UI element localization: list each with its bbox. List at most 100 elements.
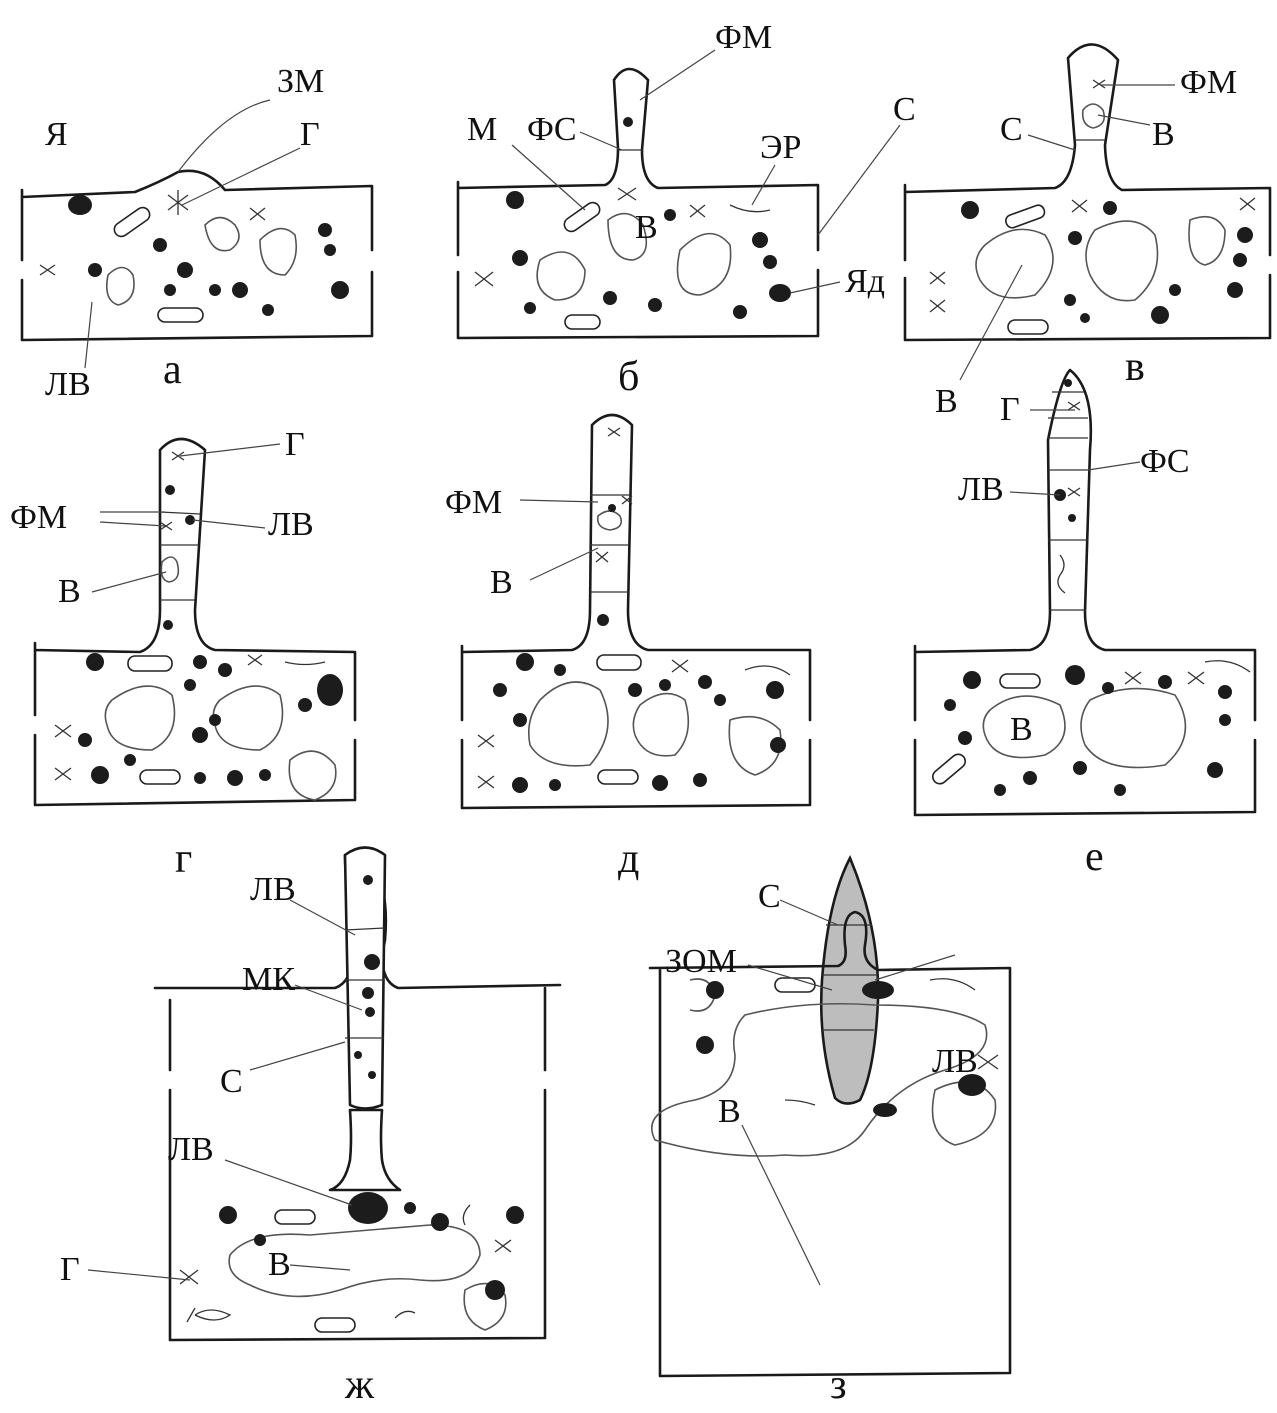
- vacuole-b3: [678, 234, 731, 295]
- leader-b-fm: [640, 50, 715, 100]
- golgi-a1: [168, 190, 188, 215]
- lipid-d4: [659, 679, 671, 691]
- lipid-z1: [706, 981, 724, 999]
- lipid-g-f1: [165, 485, 175, 495]
- mitochondrion-a1: [112, 205, 153, 239]
- golgi-e2: [1188, 672, 1204, 684]
- leader-a-g: [182, 148, 300, 205]
- lipid-z2: [696, 1036, 714, 1054]
- mitochondrion-g1: [128, 656, 172, 671]
- lipid-d12: [652, 775, 668, 791]
- panel-a: Я ЗМ Г ЛВ а: [22, 63, 372, 403]
- leader-b-yd: [790, 282, 840, 293]
- label-e-v: В: [1010, 711, 1033, 748]
- lipid-zh4: [506, 1206, 524, 1224]
- nucleus-a: [68, 195, 92, 215]
- vacuole-a3: [107, 268, 134, 306]
- label-zh-lv1: ЛВ: [250, 871, 296, 908]
- leader-g-lv: [193, 520, 265, 528]
- panel-e: Г ЛВ ФС В е: [915, 370, 1255, 880]
- leader-d-v: [530, 548, 598, 580]
- conidium-z: [821, 858, 878, 1104]
- leader-zh-s: [250, 1042, 345, 1070]
- lipid-v3: [1068, 231, 1082, 245]
- label-z-zom: ЗОМ: [665, 943, 737, 980]
- lipid-g10: [227, 770, 243, 786]
- golgi-d1: [672, 660, 688, 672]
- lipid-a9: [331, 281, 349, 299]
- lipid-g13: [78, 733, 92, 747]
- label-zh-v: В: [268, 1246, 291, 1283]
- caption-e: е: [1085, 834, 1104, 880]
- lipid-d6: [714, 694, 726, 706]
- golgi-v1: [930, 272, 945, 284]
- label-zh-mk: МК: [242, 961, 295, 998]
- golgi-z1: [978, 1055, 998, 1069]
- mitochondrion-e2: [930, 751, 968, 786]
- leader-e-fs: [1088, 462, 1140, 470]
- lipid-e6: [1219, 714, 1231, 726]
- lipid-b5: [763, 255, 777, 269]
- cell-g-outline: [35, 439, 355, 805]
- panel-g: Г ФМ ЛВ В г: [10, 426, 355, 882]
- vacuole-zh1: [229, 1225, 480, 1296]
- lipid-g1: [86, 653, 104, 671]
- label-g-fm: ФМ: [10, 499, 67, 536]
- golgi-g3: [55, 768, 71, 780]
- golgi-v-f: [1093, 80, 1105, 88]
- panel-d: ФМ В д: [445, 415, 810, 882]
- lipid-e10: [1023, 771, 1037, 785]
- er-z1: [930, 979, 975, 990]
- vacuole-v2: [1086, 221, 1158, 301]
- lipid-g5: [298, 698, 312, 712]
- er-g: [285, 662, 325, 665]
- label-b-v: В: [635, 209, 658, 246]
- label-b-er: ЭР: [760, 129, 801, 166]
- lipid-zh-f4: [365, 1007, 375, 1017]
- leader-v-s: [1028, 135, 1075, 150]
- lipid-zh5: [485, 1280, 505, 1300]
- vacuole-a1: [205, 218, 239, 251]
- lipid-e3: [1102, 682, 1114, 694]
- er-b: [730, 205, 770, 212]
- lipid-d-f1: [608, 504, 616, 512]
- lipid-e7: [944, 699, 956, 711]
- lipid-d8: [493, 683, 507, 697]
- lipid-g7: [209, 714, 221, 726]
- lipid-b-f: [623, 117, 633, 127]
- lipid-e4: [1158, 675, 1172, 689]
- er-z2: [785, 1100, 815, 1105]
- mitochondrion-b1: [562, 200, 603, 234]
- lipid-zh6: [254, 1234, 266, 1246]
- vacuole-e2: [1081, 689, 1185, 768]
- caption-a: а: [163, 347, 182, 393]
- golgi-v3: [1072, 200, 1087, 212]
- panel-v: ФМ С В В в: [905, 44, 1270, 420]
- leader-zh-g: [88, 1270, 190, 1280]
- golgi-d2: [478, 735, 494, 747]
- lipid-e9: [994, 784, 1006, 796]
- caption-z: з: [830, 1362, 847, 1408]
- lipid-v10: [1227, 282, 1243, 298]
- label-e-fs: ФС: [1140, 443, 1190, 480]
- lipid-d-f2: [597, 614, 609, 626]
- vacuole-g-f: [161, 557, 178, 582]
- lipid-b1: [512, 250, 528, 266]
- label-b-m: М: [467, 111, 497, 148]
- lipid-d3: [628, 683, 642, 697]
- er-e: [1205, 661, 1250, 672]
- label-e-lv: ЛВ: [958, 471, 1004, 508]
- golgi-e-f2: [1068, 488, 1080, 496]
- golgi-b1: [618, 188, 636, 200]
- er-zh1: [463, 1205, 470, 1225]
- mitochondrion-d2: [598, 770, 638, 784]
- label-a-lv: ЛВ: [45, 366, 91, 403]
- panel-z: С ЗОМ ЛВ В з: [650, 858, 1010, 1408]
- mitochondrion-v1: [1004, 204, 1046, 230]
- golgi-a2: [40, 265, 55, 275]
- golgi-v4: [1240, 198, 1255, 210]
- caption-v: в: [1125, 344, 1145, 390]
- lipid-zh3: [431, 1213, 449, 1231]
- golgi-g2: [55, 725, 71, 737]
- label-e-g: Г: [1000, 391, 1020, 428]
